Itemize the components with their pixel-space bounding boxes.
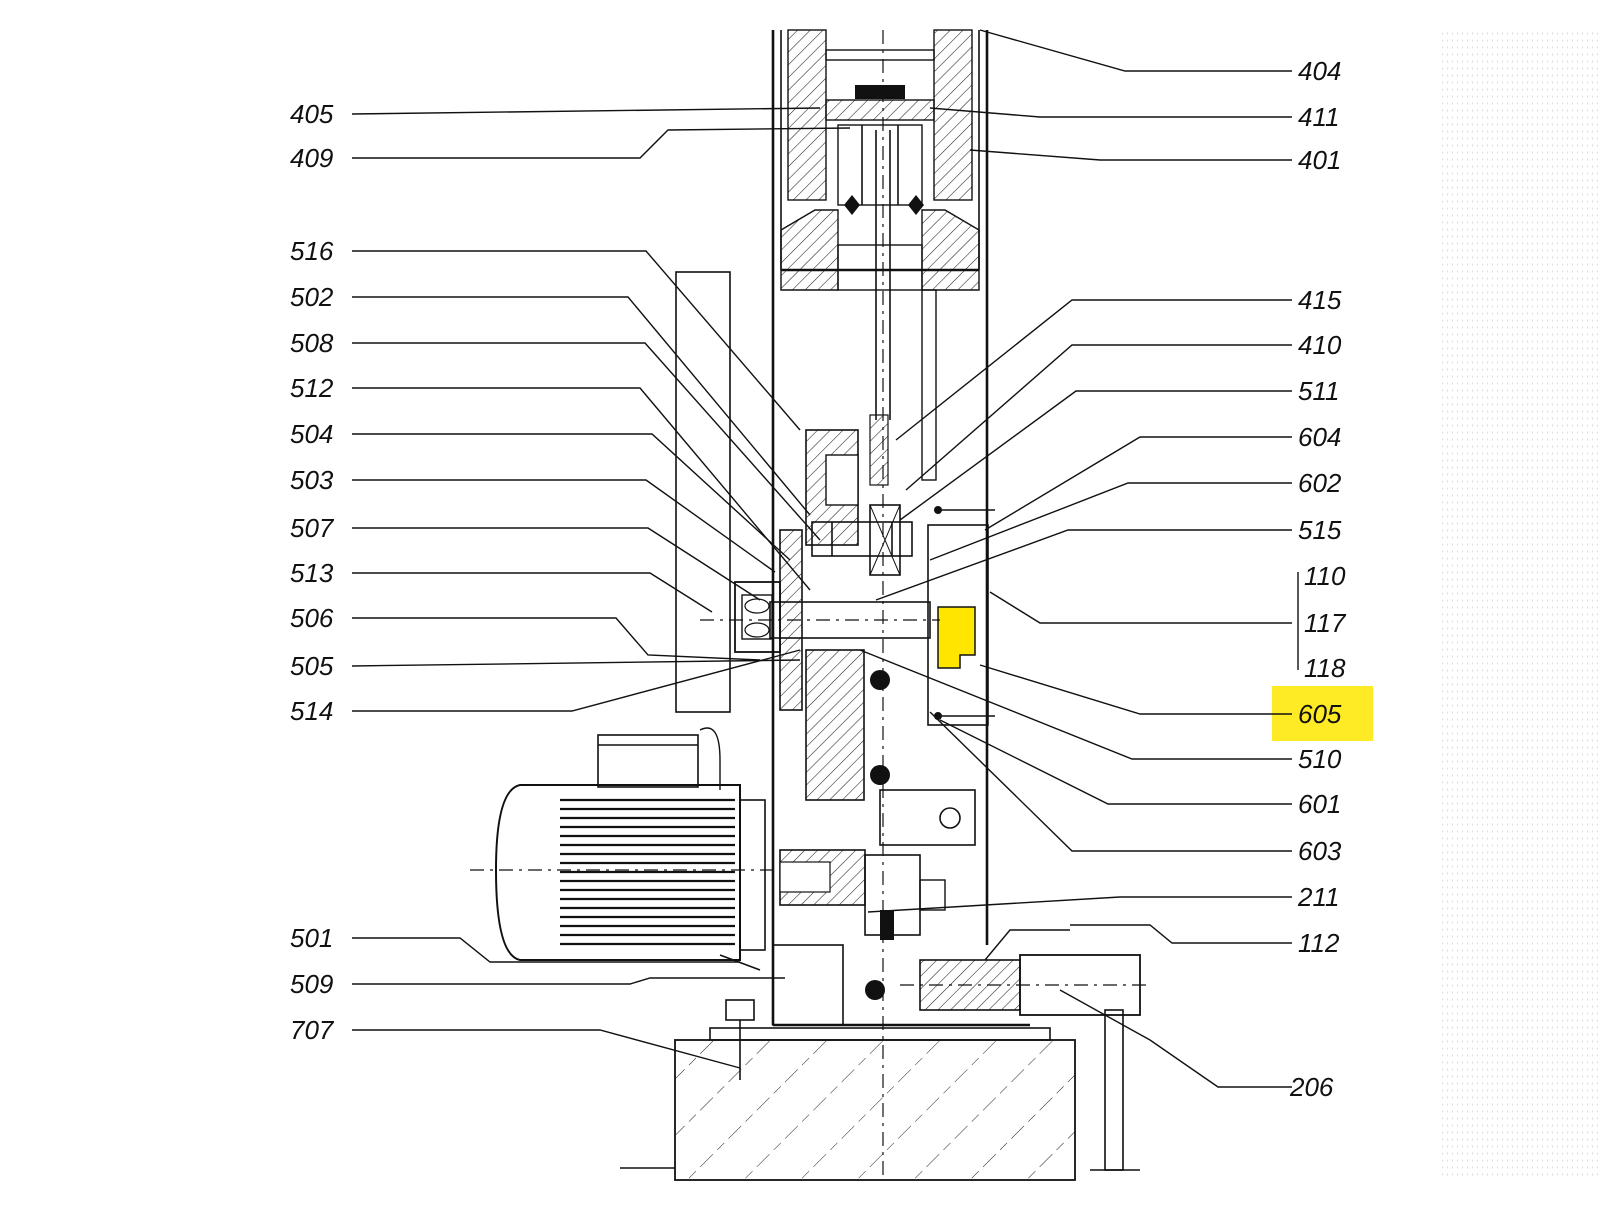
label-513: 513 bbox=[290, 558, 334, 588]
label-112: 112 bbox=[1298, 928, 1340, 958]
label-511: 511 bbox=[1298, 376, 1339, 406]
label-501: 501 bbox=[290, 923, 333, 953]
label-602: 602 bbox=[1298, 468, 1342, 498]
label-503: 503 bbox=[290, 465, 334, 495]
highlighted-part-605 bbox=[937, 606, 976, 669]
label-502: 502 bbox=[290, 282, 334, 312]
column-body bbox=[771, 29, 989, 1180]
label-515: 515 bbox=[1298, 515, 1342, 545]
label-506: 506 bbox=[290, 603, 334, 633]
label-508: 508 bbox=[290, 328, 334, 358]
right-callouts: 404 411 401 415 410 511 604 602 515 110 … bbox=[1289, 56, 1347, 1102]
rear-plate bbox=[675, 271, 731, 713]
label-601: 601 bbox=[1298, 789, 1341, 819]
left-callouts: 405 409 516 502 508 512 504 503 507 513 … bbox=[290, 99, 335, 1045]
label-117: 117 bbox=[1304, 608, 1347, 638]
label-603: 603 bbox=[1298, 836, 1342, 866]
label-514: 514 bbox=[290, 696, 333, 726]
label-605: 605 bbox=[1298, 699, 1342, 729]
label-707: 707 bbox=[290, 1015, 335, 1045]
label-505: 505 bbox=[290, 651, 334, 681]
label-206: 206 bbox=[1289, 1072, 1334, 1102]
leader-lines bbox=[351, 29, 1299, 1088]
label-604: 604 bbox=[1298, 422, 1341, 452]
scan-noise bbox=[1440, 30, 1600, 1180]
label-118: 118 bbox=[1304, 653, 1346, 683]
label-507: 507 bbox=[290, 513, 335, 543]
label-409: 409 bbox=[290, 143, 333, 173]
label-211: 211 bbox=[1297, 882, 1339, 912]
base-assembly bbox=[620, 929, 1150, 1181]
label-415: 415 bbox=[1298, 285, 1342, 315]
label-404: 404 bbox=[1298, 56, 1341, 86]
label-512: 512 bbox=[290, 373, 334, 403]
label-510: 510 bbox=[1298, 744, 1342, 774]
label-401: 401 bbox=[1298, 145, 1341, 175]
label-516: 516 bbox=[290, 236, 334, 266]
label-410: 410 bbox=[1298, 330, 1342, 360]
motor bbox=[470, 727, 780, 971]
label-411: 411 bbox=[1298, 102, 1339, 132]
label-110: 110 bbox=[1304, 561, 1346, 591]
gear-housing bbox=[700, 414, 995, 940]
label-509: 509 bbox=[290, 969, 333, 999]
label-405: 405 bbox=[290, 99, 334, 129]
label-504: 504 bbox=[290, 419, 333, 449]
